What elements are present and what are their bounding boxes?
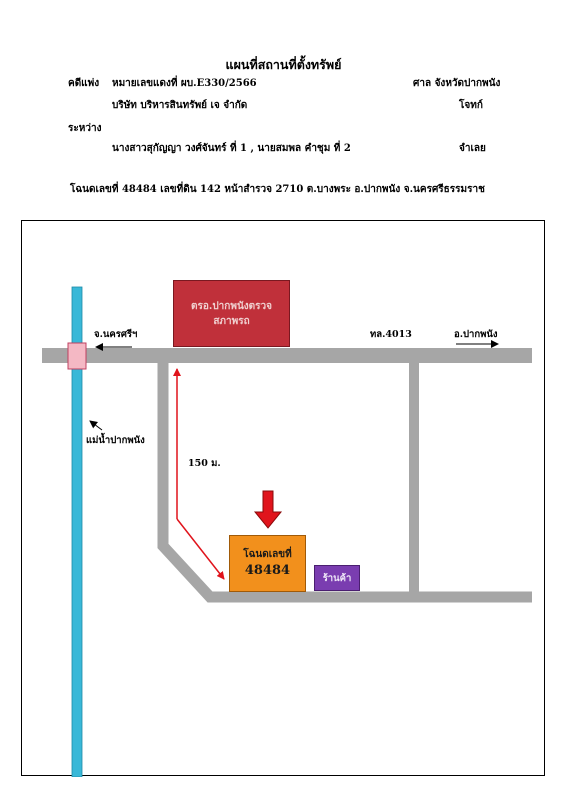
shop-box: ร้านค้า [314, 565, 360, 591]
defendant-role: จำเลย [459, 143, 486, 154]
land-deed-number: 48484 [244, 563, 291, 578]
river-label: แม่น้ำปากพนัง [86, 435, 145, 446]
map-drawing [42, 286, 532, 777]
location-pointer-arrow [253, 490, 283, 529]
main-road [42, 348, 532, 363]
river-pointer-arrow [89, 420, 103, 431]
court-name: ศาล จังหวัดปากพนัง [413, 78, 501, 89]
between-label: ระหว่าง [68, 123, 102, 134]
side-road [157, 363, 532, 603]
distance-label: 150 ม. [188, 458, 221, 469]
distance-line-diagonal [176, 518, 225, 580]
location-map: ตรอ.ปากพนังตรวจ สภาพรถ จ.นครศรีฯ ทล.4013… [21, 220, 545, 777]
case-label: คดีแพ่ง [68, 78, 100, 89]
left-direction-label: จ.นครศรีฯ [94, 329, 138, 340]
plaintiff-role: โจทก์ [459, 100, 483, 111]
right-road [409, 363, 419, 597]
case-number: หมายเลขแดงที่ ผบ.E330/2566 [112, 78, 257, 89]
inspection-station-box: ตรอ.ปากพนังตรวจ สภาพรถ [173, 280, 290, 347]
shop-label: ร้านค้า [322, 572, 352, 584]
land-deed-box: โฉนดเลขที่ 48484 [229, 535, 306, 592]
bridge [67, 342, 87, 370]
deed-info-line: โฉนดเลขที่ 48484 เลขที่ดิน 142 หน้าสำรวจ… [70, 184, 485, 195]
land-deed-label: โฉนดเลขที่ [243, 549, 292, 560]
page-title: แผนที่สถานที่ตั้งทรัพย์ [225, 57, 342, 72]
highway-label: ทล.4013 [370, 329, 412, 340]
inspection-station-label-1: ตรอ.ปากพนังตรวจ [190, 300, 273, 312]
plaintiff-name: บริษัท บริหารสินทรัพย์ เจ จำกัด [112, 100, 248, 111]
right-direction-label: อ.ปากพนัง [454, 329, 498, 340]
inspection-station-label-2: สภาพรถ [213, 315, 250, 327]
river [71, 286, 83, 777]
defendant-names: นางสาวสุกัญญา วงศ์จันทร์ ที่ 1 , นายสมพล… [112, 143, 351, 154]
